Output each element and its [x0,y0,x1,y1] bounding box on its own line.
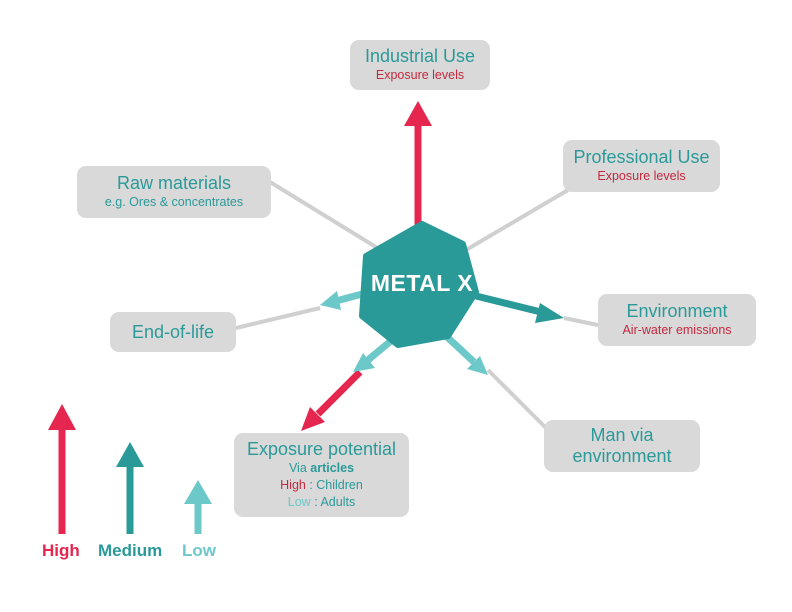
node-industrial-use-title: Industrial Use [364,46,476,66]
legend-high-label: High [42,541,80,560]
legend-low-arrow-head [184,480,212,504]
node-environment-sub: Air-water emissions [622,323,732,337]
node-environment: Environment Air-water emissions [598,294,756,346]
node-man-via-environment-line2: environment [572,446,672,466]
metal-x-heptagon [359,221,479,348]
center-label: METAL X [370,270,474,296]
connector-end-of-life [235,306,321,330]
node-man-via-environment: Man via environment [544,420,700,472]
arrow-environment-head [535,303,564,323]
node-end-of-life: End-of-life [110,312,236,352]
arrow-man-env-shaft [443,333,477,365]
node-professional-use-title: Professional Use [573,147,710,167]
legend-high-arrow-head [48,404,76,430]
node-man-via-environment-line1: Man via [590,425,654,445]
arrow-exposure-shaft [315,369,363,417]
exposure-high-label: High [280,478,306,492]
arrow-exposure-head [301,407,325,431]
node-raw-materials: Raw materials e.g. Ores & concentrates [77,166,271,218]
node-end-of-life-title: End-of-life [131,321,215,342]
connector-professional-use [464,188,570,252]
exposure-high-rest: : Children [305,478,363,492]
exposure-low-label: Low [287,495,311,509]
node-exposure-potential-title: Exposure potential [246,439,397,459]
connector-raw-materials [268,180,386,254]
node-exposure-via-line: Via articles [289,460,354,477]
node-exposure-potential: Exposure potential Via articles High : C… [234,433,409,517]
node-exposure-low-line: Low : Adults [288,494,355,511]
node-industrial-use: Industrial Use Exposure levels [350,40,490,90]
arrow-environment-shaft [475,292,546,317]
node-professional-use-sub: Exposure levels [597,169,686,183]
connector-man-via-environment [486,368,550,432]
legend-medium-arrow-head [116,442,144,467]
exposure-via-prefix: Via [288,461,311,475]
connector-environment [563,316,599,327]
exposure-via-articles: articles [310,461,355,475]
legend-low-label: Low [182,541,216,560]
arrow-man-env-head [467,356,488,375]
node-raw-materials-sub: e.g. Ores & concentrates [104,195,244,209]
node-industrial-use-sub: Exposure levels [375,68,465,82]
node-exposure-high-line: High : Children [280,477,363,494]
arrow-end-of-life-head [320,291,341,310]
node-professional-use: Professional Use Exposure levels [563,140,720,192]
arrow-industrial-head [404,101,432,126]
node-raw-materials-title: Raw materials [116,173,232,193]
arrow-lower-left-low-head [353,353,375,372]
legend-medium-label: Medium [98,541,163,560]
arrow-lower-left-low-shaft [365,337,395,363]
exposure-low-rest: : Adults [310,495,356,509]
node-environment-title: Environment [626,301,728,321]
